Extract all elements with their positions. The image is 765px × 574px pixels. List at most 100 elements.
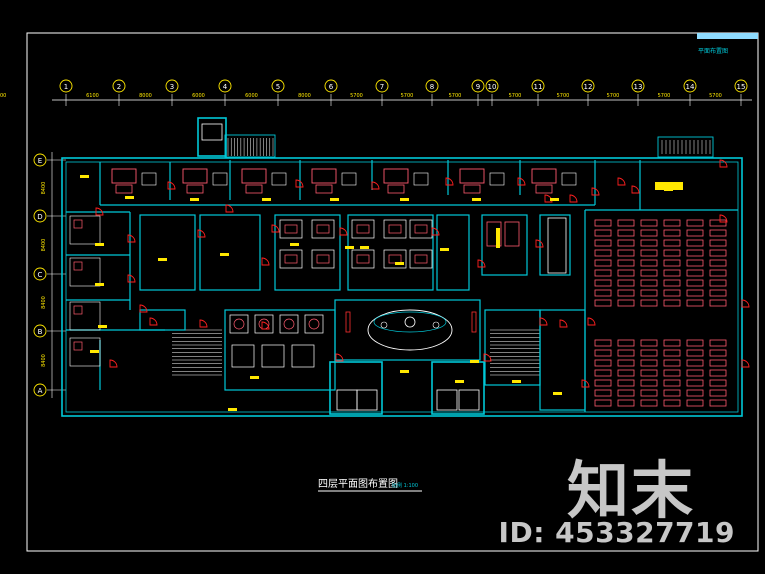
door-swing — [95, 207, 104, 216]
desk — [617, 359, 635, 367]
desk — [594, 399, 612, 407]
desk — [686, 339, 704, 347]
desk — [640, 359, 658, 367]
row-spacing-label: 8400 — [41, 354, 47, 367]
door-swing — [591, 187, 600, 196]
drawing-frame — [26, 32, 759, 552]
office-cabinet — [413, 172, 429, 186]
room-bed — [73, 219, 83, 229]
column-spacing-label: 6000 — [245, 93, 258, 99]
yellow-marker — [330, 198, 339, 201]
title-block-bar — [697, 33, 758, 39]
room-fixture — [69, 257, 101, 287]
desk — [686, 289, 704, 297]
row-spacing-label: 8400 — [41, 239, 47, 252]
yellow-marker — [220, 253, 229, 256]
door-swing — [581, 379, 590, 388]
yellow-marker — [395, 262, 404, 265]
door-swing — [477, 259, 486, 268]
desk — [640, 229, 658, 237]
lounge-table — [291, 344, 315, 368]
column-axis-label: 9 — [476, 83, 480, 91]
door-swing — [127, 234, 136, 243]
office-chairs — [463, 184, 481, 194]
desk — [640, 349, 658, 357]
row-axis-bubble — [33, 383, 47, 397]
desk — [709, 339, 727, 347]
room-fixture — [69, 337, 101, 367]
row-axis-bubble — [33, 153, 47, 167]
desk — [594, 269, 612, 277]
meeting-table-top — [316, 254, 330, 264]
meeting-table — [351, 249, 375, 269]
column-spacing-label: 5700 — [449, 93, 462, 99]
interior-walls — [66, 160, 738, 412]
yellow-marker — [290, 243, 299, 246]
door-swing — [261, 321, 270, 330]
door-swing — [483, 353, 492, 362]
column-axis-label: 10 — [488, 83, 497, 91]
desk — [617, 399, 635, 407]
desk — [663, 219, 681, 227]
door-swing — [445, 177, 454, 186]
desk — [617, 259, 635, 267]
desk — [617, 379, 635, 387]
desk — [686, 219, 704, 227]
row-axis-label: C — [38, 271, 43, 279]
yellow-marker — [262, 198, 271, 201]
desk — [594, 219, 612, 227]
meeting-table — [311, 249, 335, 269]
desk — [663, 379, 681, 387]
meeting-table — [383, 219, 407, 239]
column-axis-label: 12 — [584, 83, 593, 91]
yellow-marker — [512, 380, 521, 383]
room-fixture — [69, 301, 101, 331]
desk — [617, 219, 635, 227]
row-axis-label: D — [37, 213, 42, 221]
door-swing — [587, 317, 596, 326]
column-axis-bubble — [425, 79, 439, 93]
yellow-marker — [455, 380, 464, 383]
desk — [617, 279, 635, 287]
desk — [663, 339, 681, 347]
office-desk — [383, 168, 409, 184]
desk — [709, 359, 727, 367]
meeting-table-top — [388, 224, 402, 234]
column-axis-label: 4 — [223, 83, 228, 91]
desk — [686, 259, 704, 267]
yellow-marker — [228, 408, 237, 411]
desk — [594, 299, 612, 307]
desk — [640, 389, 658, 397]
yellow-marker — [125, 196, 134, 199]
lounge-seat — [229, 314, 249, 334]
column-spacing-label: 5700 — [509, 93, 522, 99]
door-swing — [371, 181, 380, 190]
yellow-marker — [95, 283, 104, 286]
desk — [686, 249, 704, 257]
yellow-marker — [158, 258, 167, 261]
lounge-seat — [279, 314, 299, 334]
office-cabinet — [271, 172, 287, 186]
yellow-marker — [345, 246, 354, 249]
desk — [709, 259, 727, 267]
yellow-marker — [95, 243, 104, 246]
desk — [640, 219, 658, 227]
desk — [709, 369, 727, 377]
yellow-bench — [655, 182, 683, 190]
yellow-marker — [400, 198, 409, 201]
furniture-tables — [229, 219, 520, 368]
door-swing — [559, 319, 568, 328]
column-spacing-label: 5700 — [658, 93, 671, 99]
column-axis-label: 13 — [634, 83, 643, 91]
desk — [640, 249, 658, 257]
desk — [640, 289, 658, 297]
desk — [709, 229, 727, 237]
desk — [663, 359, 681, 367]
desk — [594, 359, 612, 367]
desk — [640, 369, 658, 377]
column-axis-label: 3 — [170, 83, 174, 91]
meeting-table-top — [316, 224, 330, 234]
office-shelf — [504, 221, 520, 247]
lounge-round-table — [308, 318, 320, 330]
